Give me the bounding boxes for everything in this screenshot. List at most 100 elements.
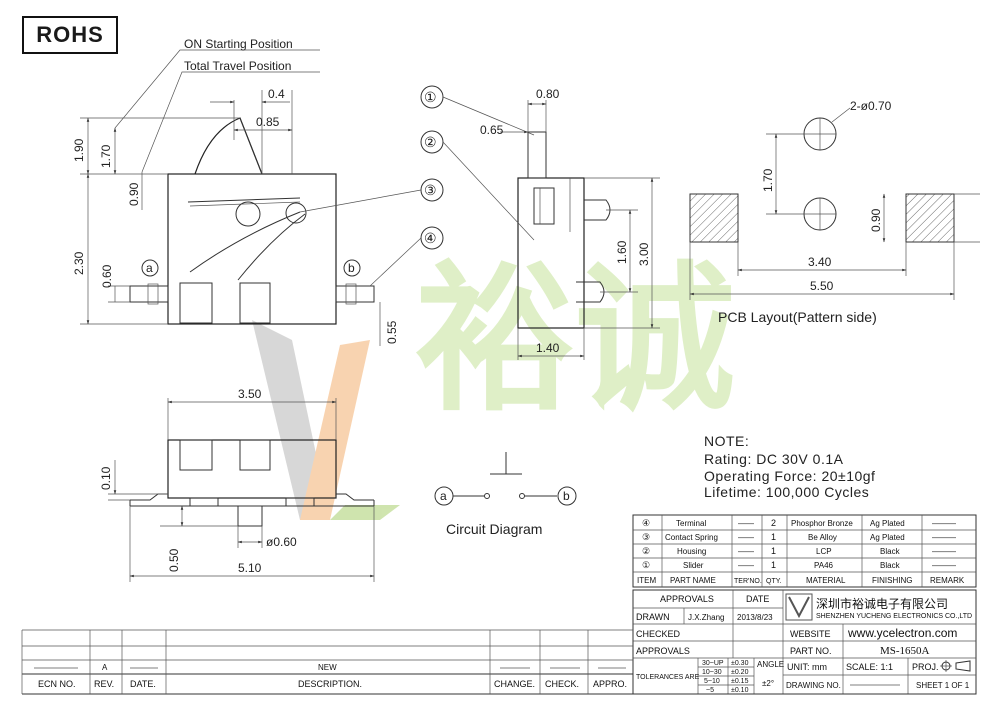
note-rating: Rating: DC 30V 0.1A — [704, 451, 844, 467]
pcb-layout-title: PCB Layout(Pattern side) — [718, 309, 877, 325]
svg-text:REV.: REV. — [94, 679, 114, 689]
dim-1-40: 1.40 — [536, 341, 560, 355]
tb-drawing-no: DRAWING NO. — [786, 681, 841, 690]
rev-new: NEW — [318, 663, 337, 672]
svg-text:~5: ~5 — [706, 687, 714, 694]
title-block: APPROVALS DATE DRAWN J.X.Zhang 2013/8/23… — [632, 589, 977, 695]
tb-checked: CHECKED — [636, 629, 681, 639]
svg-text:④: ④ — [642, 518, 650, 528]
tb-unit: UNIT: mm — [787, 662, 827, 672]
company-name-cn: 深圳市裕诚电子有限公司 — [816, 596, 948, 611]
company-name-en: SHENZHEN YUCHENG ELECTRONICS CO.,LTD — [816, 613, 972, 620]
svg-text:30~UP: 30~UP — [702, 660, 724, 667]
tb-angle-value: ±2° — [762, 679, 774, 688]
rev-letter: A — [102, 663, 108, 672]
svg-text:1: 1 — [771, 560, 776, 570]
revision-block: A NEW ECN NO. REV. DATE. DESCRIPTION. CH… — [21, 629, 976, 695]
dim-1-70: 1.70 — [99, 144, 113, 168]
marker-2: ② — [424, 134, 437, 150]
tb-drawn: DRAWN — [636, 612, 670, 622]
svg-text:±0.15: ±0.15 — [731, 678, 749, 685]
svg-text:Black: Black — [880, 561, 901, 570]
marker-4: ④ — [424, 230, 437, 246]
dim-pcb-3-40: 3.40 — [808, 255, 832, 269]
svg-text:PA46: PA46 — [814, 561, 834, 570]
svg-text:DATE.: DATE. — [130, 679, 156, 689]
dim-0-85: 0.85 — [256, 115, 280, 129]
projection-symbol-icon — [940, 660, 971, 672]
tb-sheet: SHEET 1 OF 1 — [916, 681, 970, 690]
svg-text:DESCRIPTION.: DESCRIPTION. — [298, 679, 362, 689]
svg-text:———: ——— — [932, 519, 956, 528]
svg-text:②: ② — [642, 546, 650, 556]
tb-website: www.ycelectron.com — [847, 626, 957, 640]
marker-3: ③ — [424, 182, 437, 198]
company-logo-icon — [785, 593, 813, 621]
watermark-text: 裕诚 — [415, 246, 735, 433]
svg-text:5~10: 5~10 — [704, 678, 720, 685]
circuit-b: b — [563, 489, 570, 503]
tb-approvals-2: APPROVALS — [636, 646, 690, 656]
svg-text:MATERIAL: MATERIAL — [806, 576, 846, 585]
dim-0-60: 0.60 — [100, 264, 114, 288]
bom-table: ④ Terminal —— 2 Phosphor Bronze Ag Plate… — [632, 514, 977, 588]
side-view: a b ON Starting Position Total Travel Po… — [72, 37, 399, 346]
tb-part-no: MS-1650A — [880, 645, 930, 657]
svg-text:Terminal: Terminal — [676, 519, 706, 528]
dim-0-55: 0.55 — [385, 320, 399, 344]
svg-text:APPRO.: APPRO. — [593, 679, 627, 689]
svg-text:PART NAME: PART NAME — [670, 576, 716, 585]
svg-text:QTY.: QTY. — [766, 578, 781, 585]
svg-text:FINISHING: FINISHING — [872, 576, 912, 585]
svg-text:——: —— — [738, 533, 754, 542]
dim-phi-0-60: ø0.60 — [266, 535, 297, 549]
svg-text:———: ——— — [932, 561, 956, 570]
svg-text:Housing: Housing — [677, 547, 706, 556]
svg-text:①: ① — [642, 560, 650, 570]
dim-1-60: 1.60 — [615, 240, 629, 264]
svg-text:REMARK: REMARK — [930, 576, 965, 585]
side-terminal-b: b — [348, 261, 355, 275]
dim-3-00: 3.00 — [637, 242, 651, 266]
dim-2-phi-0-70: 2-ø0.70 — [850, 99, 892, 113]
dim-0-4: 0.4 — [268, 87, 285, 101]
dim-5-10: 5.10 — [238, 561, 262, 575]
dim-0-80: 0.80 — [536, 87, 560, 101]
rohs-badge: ROHS — [22, 16, 118, 54]
circuit-caption: Circuit Diagram — [446, 521, 542, 537]
svg-text:Ag Plated: Ag Plated — [870, 533, 905, 542]
dim-0-50: 0.50 — [167, 548, 181, 572]
tb-date: DATE — [746, 594, 769, 604]
svg-text:ITEM: ITEM — [637, 576, 656, 585]
dim-2-30: 2.30 — [72, 251, 86, 275]
dim-0-65: 0.65 — [480, 123, 504, 137]
svg-text:1: 1 — [771, 546, 776, 556]
callout-total-travel: Total Travel Position — [184, 59, 291, 73]
dim-pcb-5-50: 5.50 — [810, 279, 834, 293]
svg-text:———: ——— — [932, 547, 956, 556]
tb-scale: SCALE: 1:1 — [846, 662, 893, 672]
tb-part-no-label: PART NO. — [790, 646, 832, 656]
dim-3-50: 3.50 — [238, 387, 262, 401]
tb-website-label: WEBSITE — [790, 629, 831, 639]
svg-text:——: —— — [738, 561, 754, 570]
svg-text:③: ③ — [642, 532, 650, 542]
dim-pcb-1-70: 1.70 — [761, 168, 775, 192]
svg-text:±0.30: ±0.30 — [731, 660, 749, 667]
svg-text:CHANGE.: CHANGE. — [494, 679, 535, 689]
svg-text:CHECK.: CHECK. — [545, 679, 579, 689]
front-view: ① ② ③ ④ 0.80 0.65 1.60 3.00 1.40 — [299, 85, 660, 360]
svg-text:——: —— — [738, 519, 754, 528]
dim-1-90: 1.90 — [72, 138, 86, 162]
svg-text:Slider: Slider — [683, 561, 704, 570]
callout-on-start: ON Starting Position — [184, 37, 293, 51]
svg-text:10~30: 10~30 — [702, 669, 722, 676]
svg-text:±0.20: ±0.20 — [731, 669, 749, 676]
svg-text:ECN NO.: ECN NO. — [38, 679, 76, 689]
tb-drawn-by: J.X.Zhang — [688, 613, 724, 622]
note-lifetime: Lifetime: 100,000 Cycles — [704, 484, 869, 500]
svg-text:LCP: LCP — [816, 547, 832, 556]
tb-proj: PROJ. — [912, 662, 939, 672]
svg-text:——: —— — [738, 547, 754, 556]
